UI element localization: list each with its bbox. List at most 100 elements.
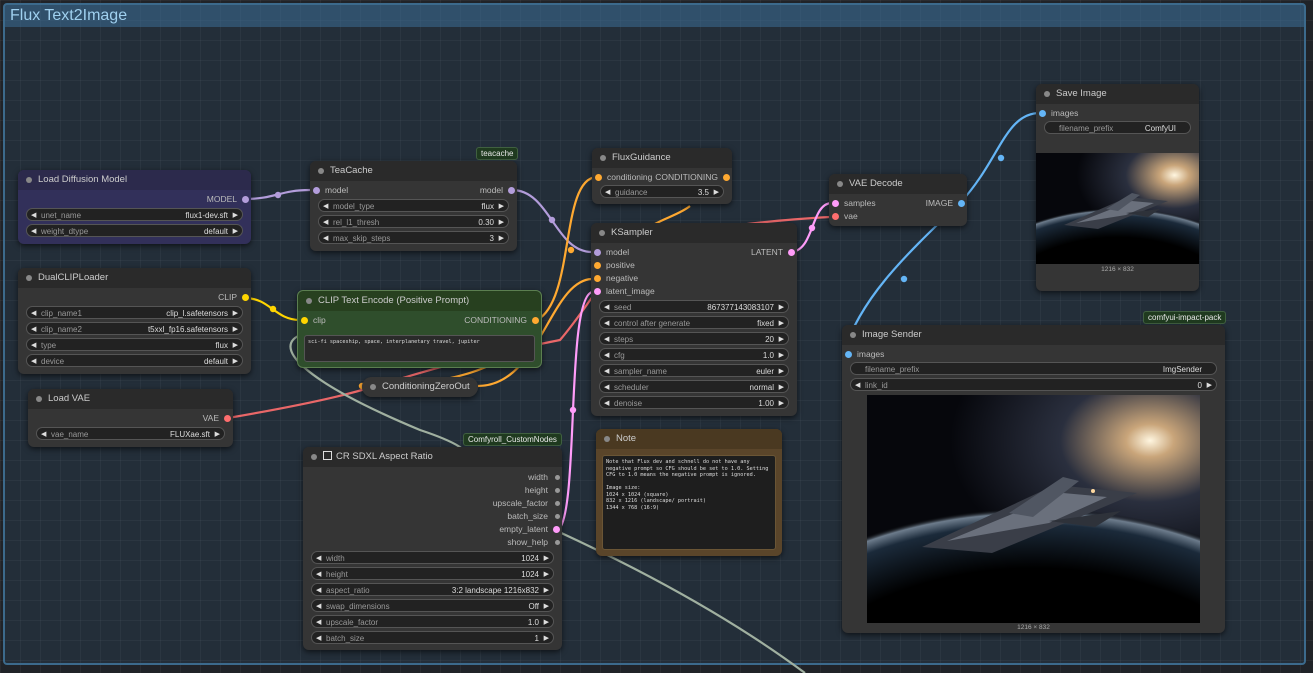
output-width[interactable]: width xyxy=(528,471,560,484)
input-samples[interactable]: samples xyxy=(832,197,876,210)
arrow-left-icon[interactable]: ◀ xyxy=(604,304,610,311)
node-title[interactable]: Note xyxy=(596,429,782,449)
input-conditioning[interactable]: conditioning xyxy=(595,171,652,184)
slot-dot[interactable] xyxy=(242,196,249,203)
arrow-right-icon[interactable]: ▶ xyxy=(232,358,238,365)
input-images[interactable]: images xyxy=(845,348,884,361)
output-show-help[interactable]: show_help xyxy=(507,536,560,549)
input-negative[interactable]: negative xyxy=(594,272,638,285)
checkbox-icon[interactable] xyxy=(323,451,332,460)
node-title[interactable]: Load Diffusion Model xyxy=(18,170,251,190)
arrow-left-icon[interactable]: ◀ xyxy=(604,384,610,391)
input-model[interactable]: model xyxy=(313,184,348,197)
slot-dot[interactable] xyxy=(555,501,560,506)
arrow-left-icon[interactable]: ◀ xyxy=(31,326,37,333)
slot-dot[interactable] xyxy=(723,174,730,181)
arrow-left-icon[interactable]: ◀ xyxy=(604,368,610,375)
node-flux-guidance[interactable]: FluxGuidance conditioning CONDITIONING ◀… xyxy=(592,148,732,204)
output-model[interactable]: model xyxy=(480,184,515,197)
node-title[interactable]: Image Sender xyxy=(842,325,1225,345)
node-title[interactable]: TeaCache xyxy=(310,161,517,181)
node-vae-decode[interactable]: VAE Decode samples IMAGE vae xyxy=(829,174,967,226)
slot-dot[interactable] xyxy=(508,187,515,194)
generated-image-preview[interactable] xyxy=(1036,153,1199,264)
slot-dot[interactable] xyxy=(553,526,560,533)
slot-dot[interactable] xyxy=(1039,110,1046,117)
arrow-right-icon[interactable]: ▶ xyxy=(543,619,549,626)
input-clip[interactable]: clip xyxy=(301,314,326,327)
arrow-left-icon[interactable]: ◀ xyxy=(31,358,37,365)
slot-dot[interactable] xyxy=(832,213,839,220)
slot-dot[interactable] xyxy=(301,317,308,324)
node-cr-sdxl-aspect-ratio[interactable]: CR SDXL Aspect Ratio width height upscal… xyxy=(303,447,562,650)
arrow-right-icon[interactable]: ▶ xyxy=(778,400,784,407)
input-model[interactable]: model xyxy=(594,246,629,259)
slot-dot[interactable] xyxy=(594,288,601,295)
slot-dot[interactable] xyxy=(832,200,839,207)
arrow-right-icon[interactable]: ▶ xyxy=(214,431,220,438)
arrow-right-icon[interactable]: ▶ xyxy=(498,235,504,242)
arrow-right-icon[interactable]: ▶ xyxy=(232,310,238,317)
output-conditioning[interactable]: CONDITIONING xyxy=(655,171,730,184)
input-positive[interactable]: positive xyxy=(594,259,635,272)
node-title[interactable]: VAE Decode xyxy=(829,174,967,194)
node-title[interactable]: ConditioningZeroOut xyxy=(362,377,478,397)
arrow-right-icon[interactable]: ▶ xyxy=(232,342,238,349)
node-note[interactable]: Note Note that Flux dev and schnell do n… xyxy=(596,429,782,556)
node-title[interactable]: CR SDXL Aspect Ratio xyxy=(303,447,562,467)
slot-dot[interactable] xyxy=(555,540,560,545)
arrow-left-icon[interactable]: ◀ xyxy=(323,235,329,242)
arrow-left-icon[interactable]: ◀ xyxy=(316,587,322,594)
arrow-right-icon[interactable]: ▶ xyxy=(232,212,238,219)
note-text[interactable]: Note that Flux dev and schnell do not ha… xyxy=(602,455,776,550)
slot-dot[interactable] xyxy=(594,275,601,282)
output-image[interactable]: IMAGE xyxy=(926,197,965,210)
arrow-right-icon[interactable]: ▶ xyxy=(778,368,784,375)
slot-dot[interactable] xyxy=(313,187,320,194)
arrow-right-icon[interactable]: ▶ xyxy=(1206,382,1212,389)
slot-dot[interactable] xyxy=(788,249,795,256)
node-title[interactable]: KSampler xyxy=(591,223,797,243)
input-vae[interactable]: vae xyxy=(832,210,858,223)
output-height[interactable]: height xyxy=(525,484,560,497)
output-clip[interactable]: CLIP xyxy=(218,291,249,304)
arrow-left-icon[interactable]: ◀ xyxy=(316,555,322,562)
output-model[interactable]: MODEL xyxy=(207,193,249,206)
arrow-left-icon[interactable]: ◀ xyxy=(316,571,322,578)
node-title[interactable]: FluxGuidance xyxy=(592,148,732,168)
arrow-right-icon[interactable]: ▶ xyxy=(498,203,504,210)
arrow-left-icon[interactable]: ◀ xyxy=(41,431,47,438)
output-empty-latent[interactable]: empty_latent xyxy=(499,523,560,536)
arrow-right-icon[interactable]: ▶ xyxy=(232,228,238,235)
group-title[interactable]: Flux Text2Image xyxy=(5,5,1304,27)
arrow-right-icon[interactable]: ▶ xyxy=(778,320,784,327)
arrow-right-icon[interactable]: ▶ xyxy=(778,384,784,391)
arrow-left-icon[interactable]: ◀ xyxy=(316,603,322,610)
arrow-left-icon[interactable]: ◀ xyxy=(604,336,610,343)
slot-dot[interactable] xyxy=(594,262,601,269)
node-title[interactable]: CLIP Text Encode (Positive Prompt) xyxy=(298,291,541,311)
arrow-left-icon[interactable]: ◀ xyxy=(604,352,610,359)
